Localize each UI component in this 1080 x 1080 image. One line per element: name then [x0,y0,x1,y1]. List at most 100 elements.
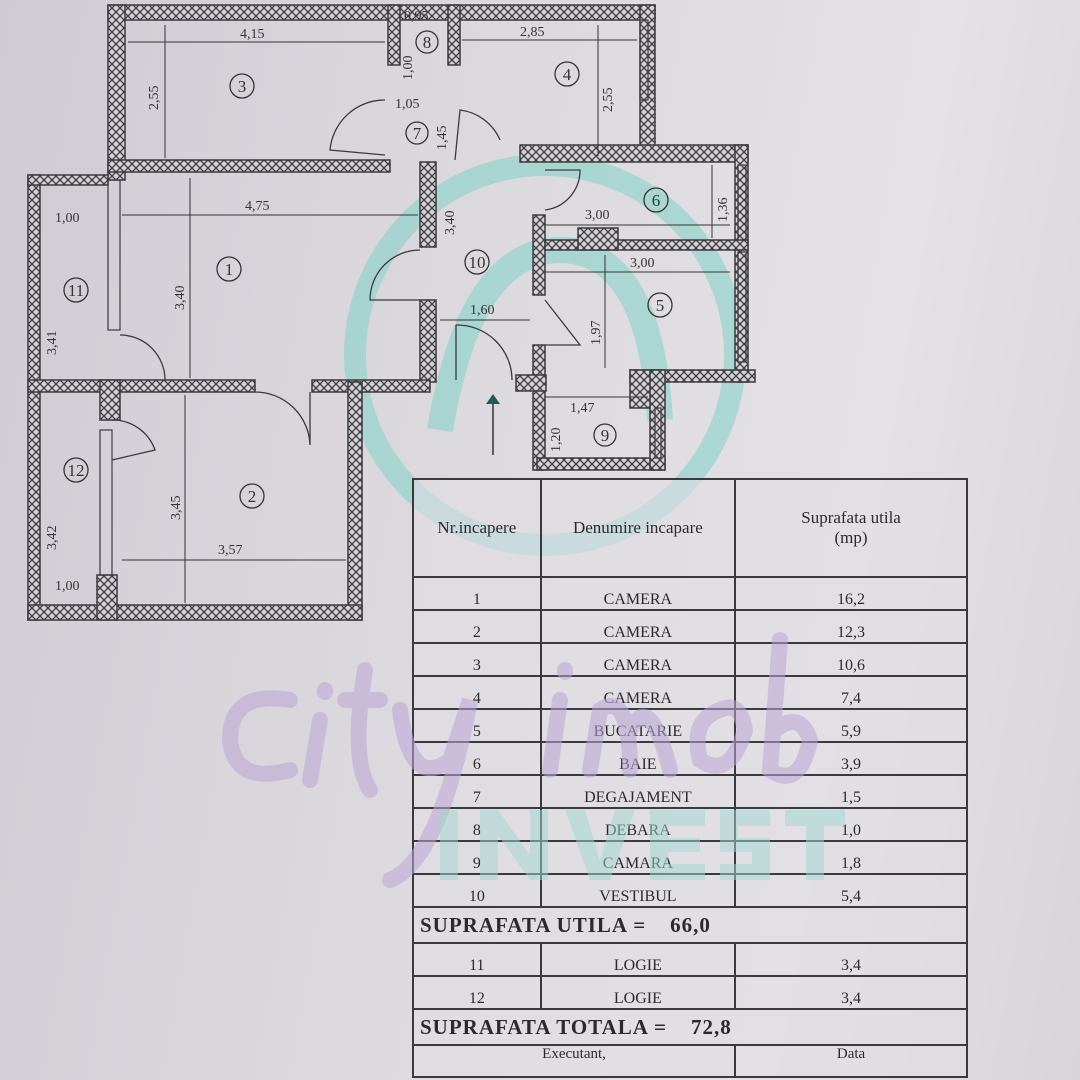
room-area: 3,4 [734,942,968,977]
totala-row: SUPRAFATA TOTALA =72,8 [412,1008,968,1046]
header-name: Denumire incapare [539,478,737,578]
room-number: 3 [412,642,542,677]
dim-r6-width: 3,00 [585,208,610,223]
walls [27,4,756,621]
entrance-arrow [486,394,500,455]
room-number: 6 [412,741,542,776]
windows [99,19,747,576]
room-name: LOGIE [539,975,737,1010]
header-nr: Nr.incapere [412,478,542,578]
dim-r2-width: 3,57 [218,543,243,558]
room-12-label: 12 [68,461,85,480]
dim-r10-height: 3,40 [443,211,458,236]
dim-r9-width: 1,47 [570,401,595,416]
table-header: Nr.incapere Denumire incapare Suprafata … [412,478,968,578]
dim-r7-height: 1,45 [435,126,450,151]
room-name: CAMERA [539,609,737,644]
room-number: 5 [412,708,542,743]
dim-r7-width: 1,05 [395,97,420,112]
room-name: CAMERA [539,675,737,710]
dim-r5-width: 3,00 [630,256,655,271]
room-area: 7,4 [734,675,968,710]
room-9-label: 9 [601,426,610,445]
room-11-label: 11 [68,281,84,300]
dimension-lines [122,25,730,603]
dim-r4-width: 2,85 [520,25,545,40]
room-number: 8 [412,807,542,842]
dim-r5-height: 1,97 [589,321,604,346]
dim-r12-width: 1,00 [55,579,80,594]
room-name: LOGIE [539,942,737,977]
room-number: 7 [412,774,542,809]
room-name: CAMARA [539,840,737,875]
header-area-label: Suprafata utila [801,508,901,527]
utila-value: 66,0 [670,912,711,937]
utila-label: SUPRAFATA UTILA = [420,912,647,937]
room-area: 1,0 [734,807,968,842]
room-7-label: 7 [413,124,422,143]
data-label: Data [734,1044,968,1078]
room-number: 12 [412,975,542,1010]
room-5-label: 5 [656,296,665,315]
room-area: 5,9 [734,708,968,743]
doors [111,99,582,461]
executant-label: Executant, [411,1044,737,1078]
room-area: 5,4 [734,873,968,908]
room-3-label: 3 [238,77,247,96]
dim-r3-width: 4,15 [240,27,265,42]
dim-r11-width: 1,00 [55,211,80,226]
dim-r11-height: 3,41 [45,331,60,356]
room-name: BAIE [539,741,737,776]
room-name: CAMERA [539,642,737,677]
dim-r3-height: 2,55 [147,86,162,111]
room-10-label: 10 [469,253,486,272]
room-area: 3,9 [734,741,968,776]
dim-r8-height: 1,00 [401,56,416,81]
room-name: DEGAJAMENT [539,774,737,809]
footer-row: Executant, Data [411,1044,968,1078]
room-area: 1,5 [734,774,968,809]
room-area: 10,6 [734,642,968,677]
dim-r2-height: 3,45 [169,496,184,521]
room-name: CAMERA [539,576,737,611]
room-2-label: 2 [248,487,257,506]
room-number: 1 [412,576,542,611]
room-4-label: 4 [563,65,572,84]
dim-r12-height: 3,42 [45,526,60,551]
room-1-label: 1 [225,260,234,279]
room-number: 9 [412,840,542,875]
dim-r1-width: 4,75 [245,199,270,214]
area-table: Nr.incapere Denumire incapare Suprafata … [411,478,968,1078]
room-name: VESTIBUL [539,873,737,908]
room-name: BUCATARIE [539,708,737,743]
room-6-label: 6 [652,191,661,210]
room-area: 3,4 [734,975,968,1010]
dim-r1-height: 3,40 [173,286,188,311]
room-area: 16,2 [734,576,968,611]
room-number: 2 [412,609,542,644]
dim-r10-width: 1,60 [470,303,495,318]
room-number: 10 [412,873,542,908]
room-8-label: 8 [423,33,432,52]
totala-label: SUPRAFATA TOTALA = [420,1014,668,1039]
utila-row: SUPRAFATA UTILA = 66,0 [412,906,968,944]
room-number-circles [63,30,673,509]
room-area: 12,3 [734,609,968,644]
dim-r4-height: 2,55 [601,88,616,113]
room-number: 11 [412,942,542,977]
room-number: 4 [412,675,542,710]
dim-r8-width: 0,95 [404,9,429,24]
dim-r9-height: 1,20 [549,428,564,453]
dim-r6-height: 1,36 [716,198,731,223]
